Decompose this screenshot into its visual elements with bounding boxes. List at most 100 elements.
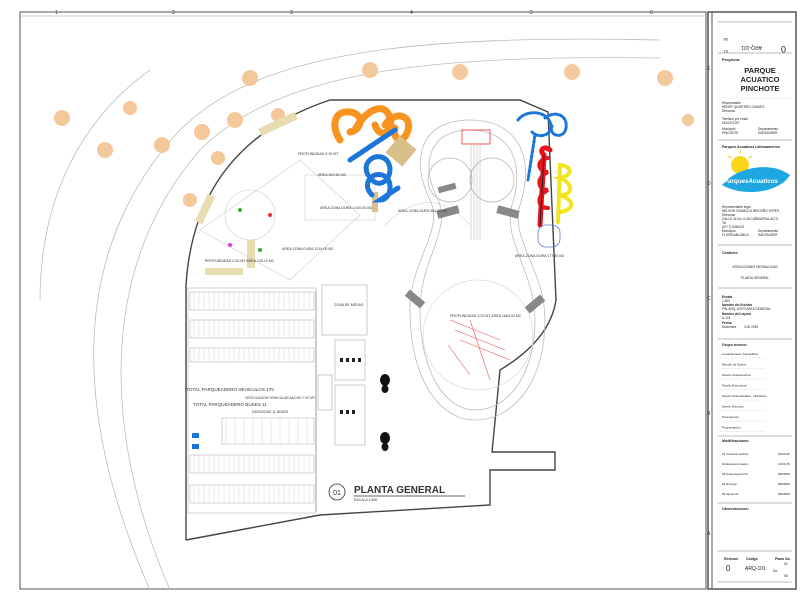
grid-column-labels: 1 2 3 4 5 6 xyxy=(55,10,653,16)
svg-text:ParquesAcuaticos: ParquesAcuaticos xyxy=(724,178,779,185)
svg-text:ATRACCIONES HIDRAULICAS: ATRACCIONES HIDRAULICAS xyxy=(732,265,777,269)
svg-text:1:500: 1:500 xyxy=(722,299,730,303)
tree-icon xyxy=(227,112,243,128)
team-item: Diseño Estructural xyxy=(722,384,747,388)
svg-text:3: 3 xyxy=(290,10,293,16)
tree-icon xyxy=(564,64,580,80)
svg-text:ARQ-101: ARQ-101 xyxy=(745,566,766,572)
accessible-parking-icons xyxy=(192,433,199,449)
right-water-slides xyxy=(516,111,574,248)
svg-text:Nombre del Layout: Nombre del Layout xyxy=(722,312,752,316)
svg-text:Fecha:: Fecha: xyxy=(722,321,732,325)
tree-icon xyxy=(154,137,170,153)
svg-text:CAPACIDAD 11 BUSES: CAPACIDAD 11 BUSES xyxy=(252,410,289,414)
orange-water-slides xyxy=(331,105,413,144)
slide-tower xyxy=(385,135,417,167)
modification-date: 08/08/08 xyxy=(778,472,790,476)
tree-icon xyxy=(362,62,378,78)
svg-text:D: D xyxy=(707,181,711,187)
svg-text:Direccion: Direccion xyxy=(722,109,736,113)
access-road xyxy=(39,38,661,591)
plan-title: 01 PLANTA GENERAL ESCALA 1:500 xyxy=(328,483,465,502)
team-item: Levantamiento Topografico xyxy=(722,352,758,356)
svg-text:Telefono y/o email: Telefono y/o email xyxy=(722,117,748,121)
svg-text:0: 0 xyxy=(781,44,786,54)
svg-text:Municipio: Municipio xyxy=(722,127,736,131)
svg-text:08: 08 xyxy=(723,37,728,42)
svg-text:08: 08 xyxy=(784,574,788,578)
svg-text:Codigo: Codigo xyxy=(746,557,758,561)
svg-text:Contiene:: Contiene: xyxy=(722,251,739,255)
svg-text:FLORIDABLANCA: FLORIDABLANCA xyxy=(722,233,749,237)
svg-text:TOTAL PARQUEADERO BUSES 11: TOTAL PARQUEADERO BUSES 11 xyxy=(193,402,267,407)
modification-date: 04/01/15 xyxy=(778,452,790,456)
svg-text:ARQ-101: ARQ-101 xyxy=(741,44,762,50)
parking-lot xyxy=(187,287,317,514)
svg-text:Municipio: Municipio xyxy=(722,229,736,233)
modification-date: 08/08/08 xyxy=(778,492,790,496)
svg-text:B: B xyxy=(707,411,711,417)
restroom-fixtures xyxy=(340,358,361,414)
svg-text:PLANTA GENERAL: PLANTA GENERAL xyxy=(354,485,445,496)
modification-item: 05 Ajuste 01 xyxy=(722,492,739,496)
service-buildings xyxy=(317,284,368,446)
area-label: PROFUNDIDAD 0.20 MT AREA 1664.94 M2 xyxy=(450,314,521,318)
tree-icon xyxy=(242,70,258,86)
modification-date: 21/01/15 xyxy=(778,462,790,466)
svg-text:2: 2 xyxy=(172,10,175,16)
team-item: Estudio de Suelos xyxy=(722,363,747,367)
title-block-frame xyxy=(707,11,797,590)
pool-bridges xyxy=(404,182,546,314)
svg-text:Plano No.: Plano No. xyxy=(775,557,791,561)
modification-date: 08/08/08 xyxy=(778,482,790,486)
svg-text:Observaciones:: Observaciones: xyxy=(722,507,749,511)
tree-icon xyxy=(211,151,225,165)
tree-icon xyxy=(194,124,210,140)
area-labels: PROFUNDIDAD 0.30 MT AREA 620.60 M2 AREA … xyxy=(205,152,564,318)
svg-text:Escala: Escala xyxy=(722,295,732,299)
tree-icon xyxy=(123,101,137,115)
wave-pool-attraction xyxy=(447,319,511,381)
svg-text:E: E xyxy=(707,66,711,72)
svg-text:ESCALA 1:500: ESCALA 1:500 xyxy=(354,498,377,502)
svg-text:Representante legal: Representante legal xyxy=(722,205,751,209)
area-label: AREA ZONA DURA 561.00 M2 xyxy=(398,209,447,213)
svg-text:Tel: Tel xyxy=(722,221,726,225)
svg-text:NELSON OSWALDO BRICEÑO YEPES: NELSON OSWALDO BRICEÑO YEPES xyxy=(722,208,779,213)
modification-item: 04 Entrega xyxy=(722,482,737,486)
blue-water-slides xyxy=(347,127,401,203)
tree-icon xyxy=(183,193,197,207)
svg-text:Modificaciones:: Modificaciones: xyxy=(722,439,749,443)
svg-text:Direccion: Direccion xyxy=(722,213,736,217)
svg-text:PLANTA GENERAL: PLANTA GENERAL xyxy=(741,276,769,280)
area-label: PROFUNDIDAD 0.30 MT AREA 135.10 M2 xyxy=(205,259,274,263)
grid-row-labels: E D C B A xyxy=(707,66,711,537)
drawing-frame xyxy=(19,11,707,590)
svg-text:6: 6 xyxy=(650,10,653,16)
svg-text:SANTANDER: SANTANDER xyxy=(758,131,778,135)
team-item: Presupuesto xyxy=(722,415,739,419)
kids-play-area xyxy=(199,159,471,281)
svg-text:Proyecto:: Proyecto: xyxy=(722,57,740,62)
company-logo: ParquesAcuaticos xyxy=(722,150,790,193)
svg-text:A: A xyxy=(707,531,711,537)
modification-item: 03 Anteproyecto 01 xyxy=(722,472,748,476)
svg-text:Departamento: Departamento xyxy=(758,127,778,131)
area-label: AREA ZONA DURA 1.020.00 M2 xyxy=(320,206,372,210)
area-label: ZONA DE MESAS xyxy=(334,303,364,307)
svg-text:Responsable: Responsable xyxy=(722,101,741,105)
svg-text:1: 1 xyxy=(55,10,58,16)
modification-item: 01 Creacion archivo xyxy=(722,452,749,456)
svg-text:De: De xyxy=(773,569,777,573)
svg-text:01: 01 xyxy=(784,562,788,566)
svg-text:Grupo tecnico:: Grupo tecnico: xyxy=(722,343,748,347)
svg-text:01: 01 xyxy=(333,490,341,497)
svg-text:PINCHOTE: PINCHOTE xyxy=(722,131,738,135)
svg-text:(57+7) 6381001: (57+7) 6381001 xyxy=(722,225,745,229)
svg-text:TOTAL PARQUEADERO VEHICULOS 17: TOTAL PARQUEADERO VEHICULOS 175 xyxy=(186,387,274,392)
svg-text:Parques Acuaticos Latinoameric: Parques Acuaticos Latinoamerica xyxy=(722,145,781,149)
area-label: AREA ZONA DURA 177.40 M2 xyxy=(515,254,564,258)
svg-text:HENRY QUINTERO CHAVEZ: HENRY QUINTERO CHAVEZ xyxy=(722,105,764,109)
svg-text:SANTANDER: SANTANDER xyxy=(758,233,778,237)
